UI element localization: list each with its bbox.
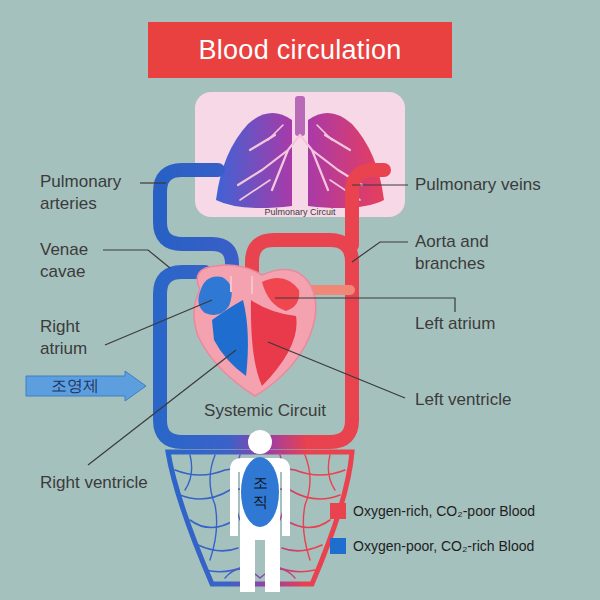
human-figure-part bbox=[230, 458, 290, 592]
tissue-oval-shape bbox=[241, 457, 279, 527]
capillary-network-part bbox=[168, 452, 352, 584]
capillary-network-part bbox=[185, 455, 335, 578]
part-label: Aorta and branches bbox=[415, 231, 515, 275]
leader-lines-part bbox=[105, 300, 212, 345]
part-label: Pulmonary arteries bbox=[40, 171, 145, 215]
blood-vessels bbox=[160, 170, 384, 442]
leader-lines bbox=[88, 183, 455, 465]
lungs-part bbox=[238, 135, 362, 190]
leader-lines-part bbox=[140, 182, 166, 183]
lungs-part bbox=[295, 96, 305, 136]
part-label: Venae cavae bbox=[40, 239, 110, 283]
title-text: Blood circulation bbox=[198, 35, 401, 66]
leader-lines-part bbox=[275, 298, 455, 312]
node-label: 조직 bbox=[241, 457, 279, 527]
legend-text: Oxygen-poor, CO₂-rich Blood bbox=[353, 536, 593, 556]
part-label: Left atrium bbox=[415, 313, 595, 335]
title-banner: Blood circulation bbox=[148, 22, 452, 78]
legend-swatch bbox=[330, 538, 346, 554]
human-figure-part bbox=[248, 430, 272, 454]
human-figure bbox=[230, 430, 290, 592]
arrow-shape bbox=[26, 371, 146, 401]
lungs bbox=[195, 92, 405, 217]
oval-shape bbox=[241, 457, 279, 527]
part-label: Right atrium bbox=[40, 316, 110, 360]
leader-lines-part bbox=[352, 184, 408, 185]
capillary-network bbox=[168, 452, 352, 584]
part-label: Right ventricle bbox=[40, 472, 240, 494]
lungs-part bbox=[195, 92, 405, 217]
lungs-part bbox=[240, 125, 360, 200]
legend-text: Oxygen-rich, CO₂-poor Blood bbox=[353, 501, 593, 521]
leader-lines-part bbox=[103, 250, 170, 268]
contrast-arrow: 조영제 bbox=[25, 370, 147, 402]
part-label: Pulmonary Circuit bbox=[250, 207, 350, 218]
part-label: Pulmonary veins bbox=[415, 174, 595, 196]
leader-lines-part bbox=[268, 342, 405, 398]
heart-part bbox=[198, 277, 231, 315]
heart-part bbox=[194, 265, 316, 396]
blood-vessels-part bbox=[352, 170, 384, 245]
leader-lines-part bbox=[352, 242, 408, 262]
tissue-oval: 조직 bbox=[241, 457, 279, 527]
heart-part bbox=[251, 300, 297, 386]
node-label: 조영제 bbox=[25, 370, 125, 402]
heart-part bbox=[262, 278, 299, 311]
heart bbox=[194, 265, 316, 396]
part-label: Left ventricle bbox=[415, 389, 595, 411]
part-label: Systemic Circuit bbox=[180, 400, 350, 422]
heart-part bbox=[231, 276, 252, 294]
legend-swatch bbox=[330, 503, 346, 519]
